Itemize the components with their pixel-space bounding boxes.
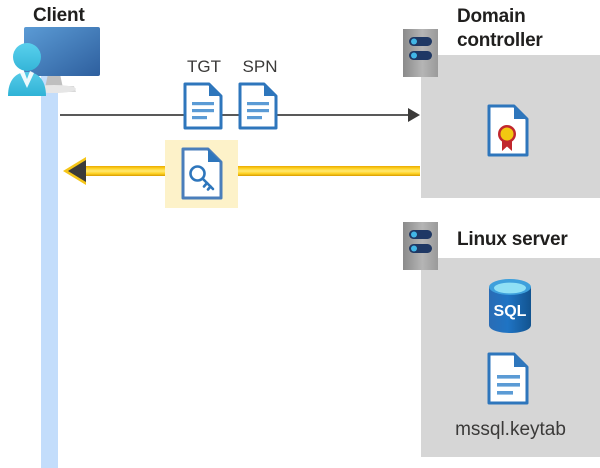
tgt-document-icon bbox=[183, 82, 223, 130]
ticket-arrow-head bbox=[68, 160, 86, 182]
client-icon-group bbox=[4, 26, 106, 96]
request-arrow-head bbox=[408, 108, 420, 122]
tgt-label: TGT bbox=[187, 57, 221, 76]
request-connector-line bbox=[60, 114, 410, 116]
ticket-connector-line-right bbox=[238, 166, 420, 176]
domain-controller-title-line1: Domain bbox=[457, 6, 526, 27]
sql-database-icon: SQL bbox=[484, 278, 536, 334]
spn-label: SPN bbox=[242, 57, 278, 76]
domain-controller-server-icon bbox=[403, 29, 438, 77]
ticket-connector-line-left bbox=[86, 166, 166, 176]
svg-text:SQL: SQL bbox=[494, 303, 527, 320]
spn-document-icon bbox=[238, 82, 278, 130]
key-document-icon bbox=[181, 147, 223, 200]
domain-controller-title-line2: controller bbox=[457, 30, 543, 51]
keytab-document-icon bbox=[487, 352, 529, 405]
certificate-document-icon bbox=[487, 104, 529, 157]
linux-server-server-icon bbox=[403, 222, 438, 270]
client-title: Client bbox=[33, 5, 85, 26]
linux-server-title: Linux server bbox=[457, 229, 568, 250]
user-icon bbox=[8, 43, 46, 96]
client-lifeline bbox=[41, 66, 58, 468]
keytab-file-caption: mssql.keytab bbox=[455, 419, 566, 440]
